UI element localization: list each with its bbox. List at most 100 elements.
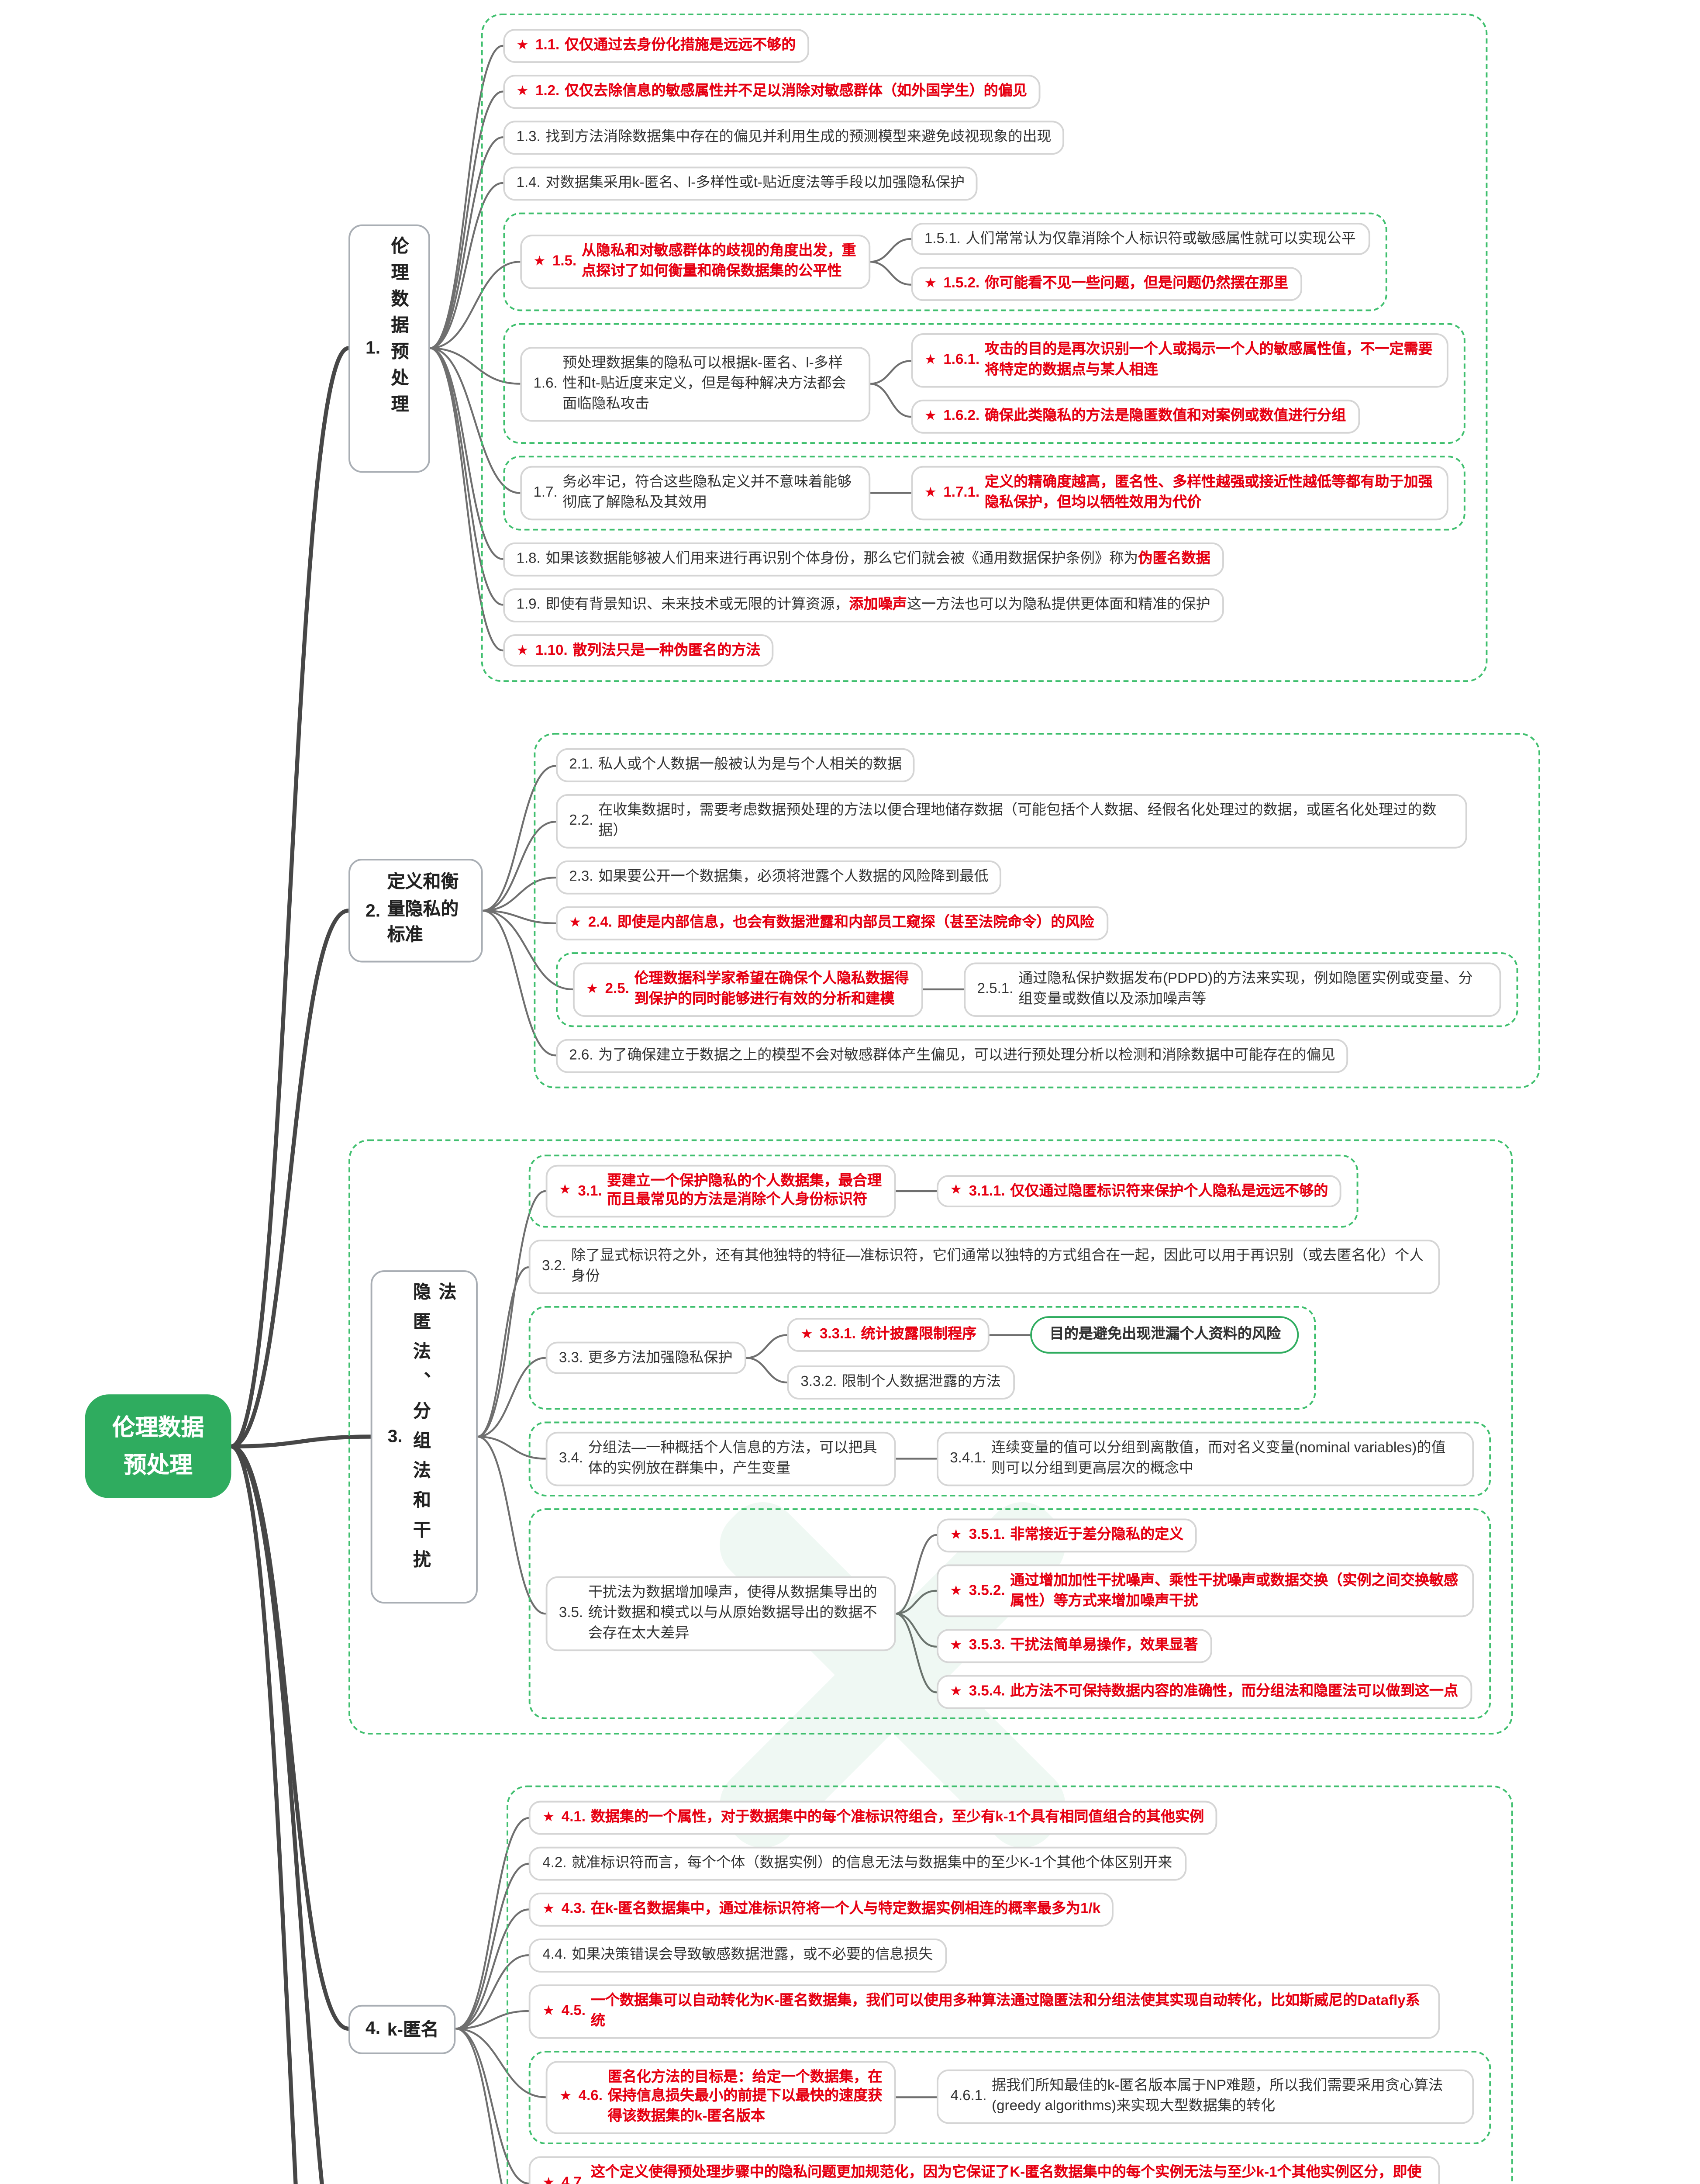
- node-text: 你可能看不见一些问题，但是问题仍然摆在那里: [984, 274, 1288, 292]
- node-number: 2.4.: [588, 913, 612, 930]
- group-border: ★4.1.数据集的一个属性，对于数据集中的每个准标识符组合，至少有k-1个具有相…: [507, 1786, 1514, 2184]
- node-1-10[interactable]: ★1.10.散列法只是一种伪匿名的方法: [503, 633, 774, 667]
- node-1-6-1[interactable]: ★1.6.1.攻击的目的是再次识别一个人或揭示一个人的敏感属性值，不一定需要将特…: [910, 334, 1448, 388]
- node-2-3[interactable]: 2.3.如果要公开一个数据集，必须将泄露个人数据的风险降到最低: [555, 860, 1002, 895]
- star-icon: ★: [569, 915, 582, 930]
- node-4-4[interactable]: 4.4.如果决策错误会导致敏感数据泄露，或不必要的信息损失: [529, 1938, 947, 1972]
- connector-line: [229, 1434, 373, 1449]
- connector-line: [869, 383, 912, 418]
- mindmap-subtree: 1.8.如果该数据能够被人们用来进行再识别个体身份，那么它们就会被《通用数据保护…: [503, 542, 1224, 576]
- node-3-3-1[interactable]: ★3.3.1.统计披露限制程序: [787, 1318, 990, 1352]
- node-4-6[interactable]: ★4.6.匿名化方法的目标是：给定一个数据集，在保持信息损失最小的前提下以最快的…: [546, 2060, 897, 2135]
- node-number: 3.4.1.: [950, 1448, 986, 1466]
- node-text: 干扰法简单易操作，效果显著: [1010, 1636, 1198, 1654]
- connector-line: [428, 45, 504, 349]
- mindmap-subtree: 2.1.私人或个人数据一般被认为是与个人相关的数据: [555, 749, 916, 783]
- children-group: ★1.6.1.攻击的目的是再次识别一个人或揭示一个人的敏感属性值，不一定需要将特…: [910, 334, 1448, 434]
- text-part: 这一方法也可以为隐私提供更体面和精准的保护: [907, 594, 1210, 612]
- node-1-6-2[interactable]: ★1.6.2.确保此类隐私的方法是隐匿数值和对案例或数值进行分组: [910, 400, 1360, 434]
- node-2-6[interactable]: 2.6.为了确保建立于数据之上的模型不会对敏感群体产生偏见，可以进行预处理分析以…: [555, 1038, 1349, 1072]
- node-3-5[interactable]: 3.5.干扰法为数据增加噪声，使得从数据集导出的统计数据和模式以与从原始数据导出…: [545, 1576, 896, 1651]
- node-1-6[interactable]: 1.6.预处理数据集的隐私可以根据k-匿名、l-多样性和t-贴近度来定义，但是每…: [520, 346, 870, 421]
- node-text: 散列法只是一种伪匿名的方法: [572, 640, 761, 657]
- note-callout[interactable]: 目的是避免出现泄漏个人资料的风险: [1031, 1316, 1300, 1354]
- mindmap-subtree: ★3.5.3.干扰法简单易操作，效果显著: [936, 1630, 1212, 1664]
- node-3-2[interactable]: 3.2.除了显式标识符之外，还有其他独特的特征—准标识符，它们通常以独特的方式组…: [528, 1240, 1440, 1295]
- node-1-9[interactable]: 1.9.即使有背景知识、未来技术或无限的计算资源，添加噪声这一方法也可以为隐私提…: [503, 587, 1224, 622]
- node-2-5-1[interactable]: 2.5.1.通过隐私保护数据发布(PDPD)的方法来实现，例如隐匿实例或变量、分…: [963, 962, 1501, 1016]
- node-2-4[interactable]: ★2.4.即使是内部信息，也会有数据泄露和内部员工窥探（甚至法院命令）的风险: [555, 906, 1108, 940]
- node-text: 确保此类隐私的方法是隐匿数值和对案例或数值进行分组: [984, 406, 1346, 424]
- text-part: 即使有背景知识、未来技术或无限的计算资源，: [545, 594, 849, 612]
- node-1-7[interactable]: 1.7.务必牢记，符合这些隐私定义并不意味着能够彻底了解隐私及其效用: [520, 466, 870, 520]
- mindmap-subtree: 4.2.就准标识符而言，每个个体（数据实例）的信息无法与数据集中的至少K-1个其…: [529, 1847, 1186, 1881]
- mindmap-subtree: ★1.5.2.你可能看不见一些问题，但是问题仍然摆在那里: [910, 267, 1302, 302]
- node-4-6-1[interactable]: 4.6.1.据我们所知最佳的k-匿名版本属于NP难题，所以我们需要采用贪心算法(…: [937, 2070, 1474, 2125]
- node-4-7[interactable]: ★4.7.这个定义使得预处理步骤中的隐私问题更加规范化，因为它保证了K-匿名数据…: [529, 2156, 1440, 2184]
- branch-number: 3.: [387, 1426, 403, 1447]
- node-number: 3.4.: [559, 1448, 583, 1466]
- node-4-5[interactable]: ★4.5.一个数据集可以自动转化为K-匿名数据集，我们可以使用多种算法通过隐匿法…: [529, 1984, 1440, 2038]
- node-4-3[interactable]: ★4.3.在k-匿名数据集中，通过准标识符将一个人与特定数据实例相连的概率最多为…: [529, 1892, 1114, 1927]
- node-text: 此方法不可保持数据内容的准确性，而分组法和隐匿法可以做到这一点: [1010, 1682, 1459, 1700]
- branch-node-3[interactable]: 3. 隐匿法、分组法和干扰法: [370, 1270, 478, 1603]
- branch-node-2[interactable]: 2.定义和衡量隐私的标准: [348, 858, 483, 963]
- node-4-2[interactable]: 4.2.就准标识符而言，每个个体（数据实例）的信息无法与数据集中的至少K-1个其…: [529, 1847, 1186, 1881]
- node-1-8[interactable]: 1.8.如果该数据能够被人们用来进行再识别个体身份，那么它们就会被《通用数据保护…: [503, 542, 1224, 576]
- group-border: ★1.1.仅仅通过去身份化措施是远远不够的 ★1.2.仅仅去除信息的敏感属性并不足…: [480, 14, 1487, 683]
- node-1-5-2[interactable]: ★1.5.2.你可能看不见一些问题，但是问题仍然摆在那里: [910, 267, 1302, 302]
- mindmap-subtree: 3.4.1. 连续变量的值可以分组到离散值，而对名义变量(nominal vari…: [936, 1431, 1474, 1486]
- node-3-1[interactable]: ★3.1.要建立一个保护隐私的个人数据集，最合理而且最常见的方法是消除个人身份标…: [545, 1164, 896, 1218]
- node-text: 在k-匿名数据集中，通过准标识符将一个人与特定数据实例相连的概率最多为1/k: [590, 1899, 1101, 1917]
- node-1-1[interactable]: ★1.1.仅仅通过去身份化措施是远远不够的: [503, 29, 810, 63]
- mindmap-subtree: ★1.6.1.攻击的目的是再次识别一个人或揭示一个人的敏感属性值，不一定需要将特…: [910, 334, 1448, 388]
- star-icon: ★: [924, 276, 937, 292]
- node-3-3[interactable]: 3.3.更多方法加强隐私保护: [545, 1341, 746, 1375]
- node-1-7-1[interactable]: ★1.7.1.定义的精确度越高，匿名性、多样性越强或接近性越低等都有助于加强隐私…: [910, 466, 1448, 520]
- node-1-4[interactable]: 1.4.对数据集采用k-匿名、l-多样性或t-贴近度法等手段以加强隐私保护: [503, 166, 979, 200]
- star-icon: ★: [924, 484, 937, 500]
- node-text: 连续变量的值可以分组到离散值，而对名义变量(nominal variables)…: [991, 1438, 1446, 1476]
- node-3-5-4[interactable]: ★3.5.4.此方法不可保持数据内容的准确性，而分组法和隐匿法可以做到这一点: [936, 1675, 1472, 1710]
- branch-group-4: 4.k-匿名 ★4.1.数据集的一个属性，对于数据集中的每个准标识符组合，至少有k…: [348, 1786, 1514, 2184]
- node-number: 4.1.: [561, 1807, 586, 1825]
- branch-node-4[interactable]: 4.k-匿名: [348, 2004, 456, 2053]
- node-1-5-1[interactable]: 1.5.1.人们常常认为仅靠消除个人标识符或敏感属性就可以实现公平: [910, 222, 1370, 256]
- node-text: 定义的精确度越高，匿名性、多样性越强或接近性越低等都有助于加强隐私保护，但均以牺…: [984, 473, 1433, 510]
- connector-line: [229, 909, 351, 1449]
- node-3-5-3[interactable]: ★3.5.3.干扰法简单易操作，效果显著: [936, 1630, 1212, 1664]
- connector-line: [476, 1190, 546, 1438]
- node-3-5-1[interactable]: ★3.5.1.非常接近于差分隐私的定义: [936, 1518, 1197, 1552]
- node-1-5[interactable]: ★1.5.从隐私和对敏感群体的歧视的角度出发，重点探讨了如何衡量和确保数据集的公…: [520, 235, 870, 289]
- node-text: 更多方法加强隐私保护: [588, 1348, 733, 1365]
- mindmap-subtree: ★4.6.匿名化方法的目标是：给定一个数据集，在保持信息损失最小的前提下以最快的…: [529, 2050, 1491, 2145]
- node-3-5-2[interactable]: ★3.5.2.通过增加加性干扰噪声、乘性干扰噪声或数据交换（实例之间交换敏感属性…: [936, 1564, 1474, 1618]
- node-3-3-2[interactable]: 3.3.2.限制个人数据泄露的方法: [787, 1365, 1015, 1400]
- connector-line: [428, 347, 521, 385]
- connector-line: [476, 1266, 529, 1438]
- branch-number: 1.: [365, 338, 381, 359]
- mindmap-subtree: 1.3.找到方法消除数据集中存在的偏见并利用生成的预测模型来避免歧视现象的出现: [503, 120, 1065, 154]
- mindmap-subtree: ★4.5.一个数据集可以自动转化为K-匿名数据集，我们可以使用多种算法通过隐匿法…: [529, 1984, 1440, 2038]
- node-3-4[interactable]: 3.4.分组法—一种概括个人信息的方法，可以把具体的实例放在群集中，产生变量: [545, 1431, 896, 1486]
- node-text: 从隐私和对敏感群体的歧视的角度出发，重点探讨了如何衡量和确保数据集的公平性: [581, 242, 856, 279]
- node-number: 1.7.: [533, 483, 558, 500]
- node-2-5[interactable]: ★2.5.伦理数据科学家希望在确保个人隐私数据得到保护的同时能够进行有效的分析和…: [572, 962, 923, 1016]
- mindmap-subtree: 2.2.在收集数据时，需要考虑数据预处理的方法以便合理地储存数据（可能包括个人数…: [555, 795, 1467, 849]
- root-topic[interactable]: 伦理数据预处理: [85, 1394, 231, 1499]
- mindmap-subtree: 3.5.干扰法为数据增加噪声，使得从数据集导出的统计数据和模式以与从原始数据导出…: [528, 1507, 1491, 1720]
- node-2-2[interactable]: 2.2.在收集数据时，需要考虑数据预处理的方法以便合理地储存数据（可能包括个人数…: [555, 795, 1467, 849]
- branch-node-1[interactable]: 1.伦理数据预处理: [348, 224, 430, 473]
- node-3-1-1[interactable]: ★3.1.1.仅仅通过隐匿标识符来保护个人隐私是远远不够的: [936, 1174, 1342, 1208]
- node-1-2[interactable]: ★1.2.仅仅去除信息的敏感属性并不足以消除对敏感群体（如外国学生）的偏见: [503, 74, 1041, 109]
- children-group: 1.5.1.人们常常认为仅靠消除个人标识符或敏感属性就可以实现公平 ★1.5.2.…: [910, 222, 1370, 302]
- connector-line: [476, 1435, 546, 1615]
- node-text: 人们常常认为仅靠消除个人标识符或敏感属性就可以实现公平: [966, 228, 1356, 246]
- branch-label: 隐匿法、分组法和干扰法: [411, 1282, 457, 1580]
- node-3-4-1[interactable]: 3.4.1. 连续变量的值可以分组到离散值，而对名义变量(nominal vari…: [936, 1431, 1474, 1486]
- node-2-1[interactable]: 2.1.私人或个人数据一般被认为是与个人相关的数据: [555, 749, 916, 783]
- node-text: 统计披露限制程序: [861, 1325, 977, 1342]
- node-4-1[interactable]: ★4.1.数据集的一个属性，对于数据集中的每个准标识符组合，至少有k-1个具有相…: [529, 1801, 1218, 1835]
- node-1-3[interactable]: 1.3.找到方法消除数据集中存在的偏见并利用生成的预测模型来避免歧视现象的出现: [503, 120, 1065, 154]
